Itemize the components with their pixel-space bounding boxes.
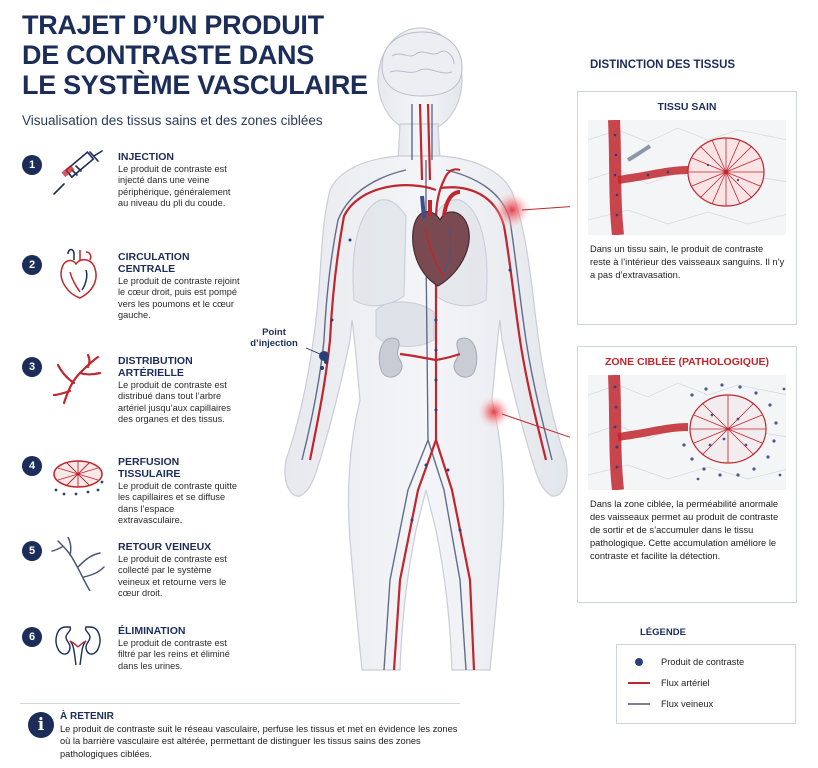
liver-illustration bbox=[375, 301, 435, 347]
legend-label: Produit de contraste bbox=[661, 656, 745, 667]
step-text: Le produit de contraste est filtré par l… bbox=[118, 638, 230, 671]
step-number: 6 bbox=[22, 627, 42, 647]
kidney-icon bbox=[55, 626, 101, 666]
healthy-leader-line bbox=[521, 206, 570, 211]
panel-target-text: Dans la zone ciblée, la perméabilité ano… bbox=[590, 499, 779, 561]
legend-label: Flux veineux bbox=[661, 698, 714, 709]
contrast-dots bbox=[330, 238, 512, 532]
legend: LÉGENDE Produit de contraste Flux artéri… bbox=[616, 627, 796, 727]
step-number: 3 bbox=[22, 357, 42, 377]
step-text: Le produit de contraste est injecté dans… bbox=[118, 164, 231, 209]
step-number: 4 bbox=[22, 456, 42, 476]
step-text: Le produit de contraste quitte les capil… bbox=[118, 481, 238, 526]
step-title: INJECTION bbox=[118, 151, 175, 163]
step-title: PERFUSION TISSULAIRE bbox=[118, 456, 181, 480]
venous-line-swatch bbox=[627, 701, 651, 707]
page-title: TRAJET D’UN PRODUIT DE CONTRASTE DANS LE… bbox=[22, 10, 382, 100]
contrast-dot-swatch bbox=[627, 657, 651, 667]
artery-icon bbox=[52, 353, 102, 405]
panel-healthy-text: Dans un tissu sain, le produit de contra… bbox=[590, 244, 785, 280]
takeaway-divider bbox=[20, 703, 460, 704]
panel-target-title: ZONE CIBLÉE (PATHOLOGIQUE) bbox=[604, 356, 770, 368]
step-title: DISTRIBUTION ARTÉRIELLE bbox=[118, 355, 193, 379]
step-title: ÉLIMINATION bbox=[118, 625, 186, 637]
panel-healthy-tissue: TISSU SAIN Dans un tissu sain, le produi… bbox=[577, 91, 797, 325]
step-number: 1 bbox=[22, 155, 42, 175]
legend-title: LÉGENDE bbox=[640, 627, 686, 638]
target-zone-hotspot bbox=[476, 394, 512, 430]
heart-illustration bbox=[412, 190, 470, 287]
page-subtitle: Visualisation des tissus sains et des zo… bbox=[22, 113, 323, 128]
legend-label: Flux artériel bbox=[661, 677, 710, 688]
legend-item-venous: Flux veineux bbox=[627, 693, 785, 714]
title-line-3: LE SYSTÈME VASCULAIRE bbox=[22, 70, 368, 100]
step-title: RETOUR VEINEUX bbox=[118, 541, 212, 553]
vein-icon bbox=[51, 537, 105, 591]
distinction-heading: DISTINCTION DES TISSUS bbox=[590, 59, 736, 71]
arterial-line-swatch bbox=[627, 680, 651, 686]
brain-illustration bbox=[381, 31, 463, 97]
step-text: Le produit de contraste rejoint le cœur … bbox=[118, 276, 240, 321]
healthy-tissue-hotspot bbox=[492, 190, 532, 230]
panel-target-zone: ZONE CIBLÉE (PATHOLOGIQUE) bbox=[577, 346, 797, 603]
legend-item-arterial: Flux artériel bbox=[627, 672, 785, 693]
healthy-tissue-illustration bbox=[588, 120, 786, 235]
injection-point-label: Point d’injection bbox=[250, 327, 298, 349]
takeaway-text: Le produit de contraste suit le réseau v… bbox=[60, 724, 458, 759]
step-text: Le produit de contraste est collecté par… bbox=[118, 554, 227, 599]
syringe-icon bbox=[53, 150, 103, 195]
body-figure bbox=[284, 27, 570, 671]
step-title: CIRCULATION CENTRALE bbox=[118, 251, 190, 275]
legend-box: Produit de contraste Flux artériel Flux … bbox=[616, 644, 796, 724]
panel-healthy-title: TISSU SAIN bbox=[657, 101, 717, 113]
info-icon: i bbox=[28, 712, 54, 738]
arterial-network bbox=[308, 103, 548, 671]
legend-item-contrast: Produit de contraste bbox=[627, 651, 785, 672]
target-zone-illustration bbox=[588, 375, 786, 490]
body-silhouette bbox=[284, 27, 568, 671]
step-number: 5 bbox=[22, 541, 42, 561]
capillary-icon bbox=[53, 460, 104, 496]
title-line-1: TRAJET D’UN PRODUIT bbox=[22, 10, 324, 40]
injection-point-marker bbox=[305, 347, 329, 370]
title-line-2: DE CONTRASTE DANS bbox=[22, 40, 314, 70]
kidneys-illustration bbox=[378, 337, 478, 378]
takeaway-title: À RETENIR bbox=[60, 711, 114, 722]
heart-icon bbox=[60, 248, 97, 299]
step-text: Le produit de contraste est distribué da… bbox=[118, 380, 231, 425]
target-leader-line bbox=[501, 413, 570, 438]
step-number: 2 bbox=[22, 255, 42, 275]
